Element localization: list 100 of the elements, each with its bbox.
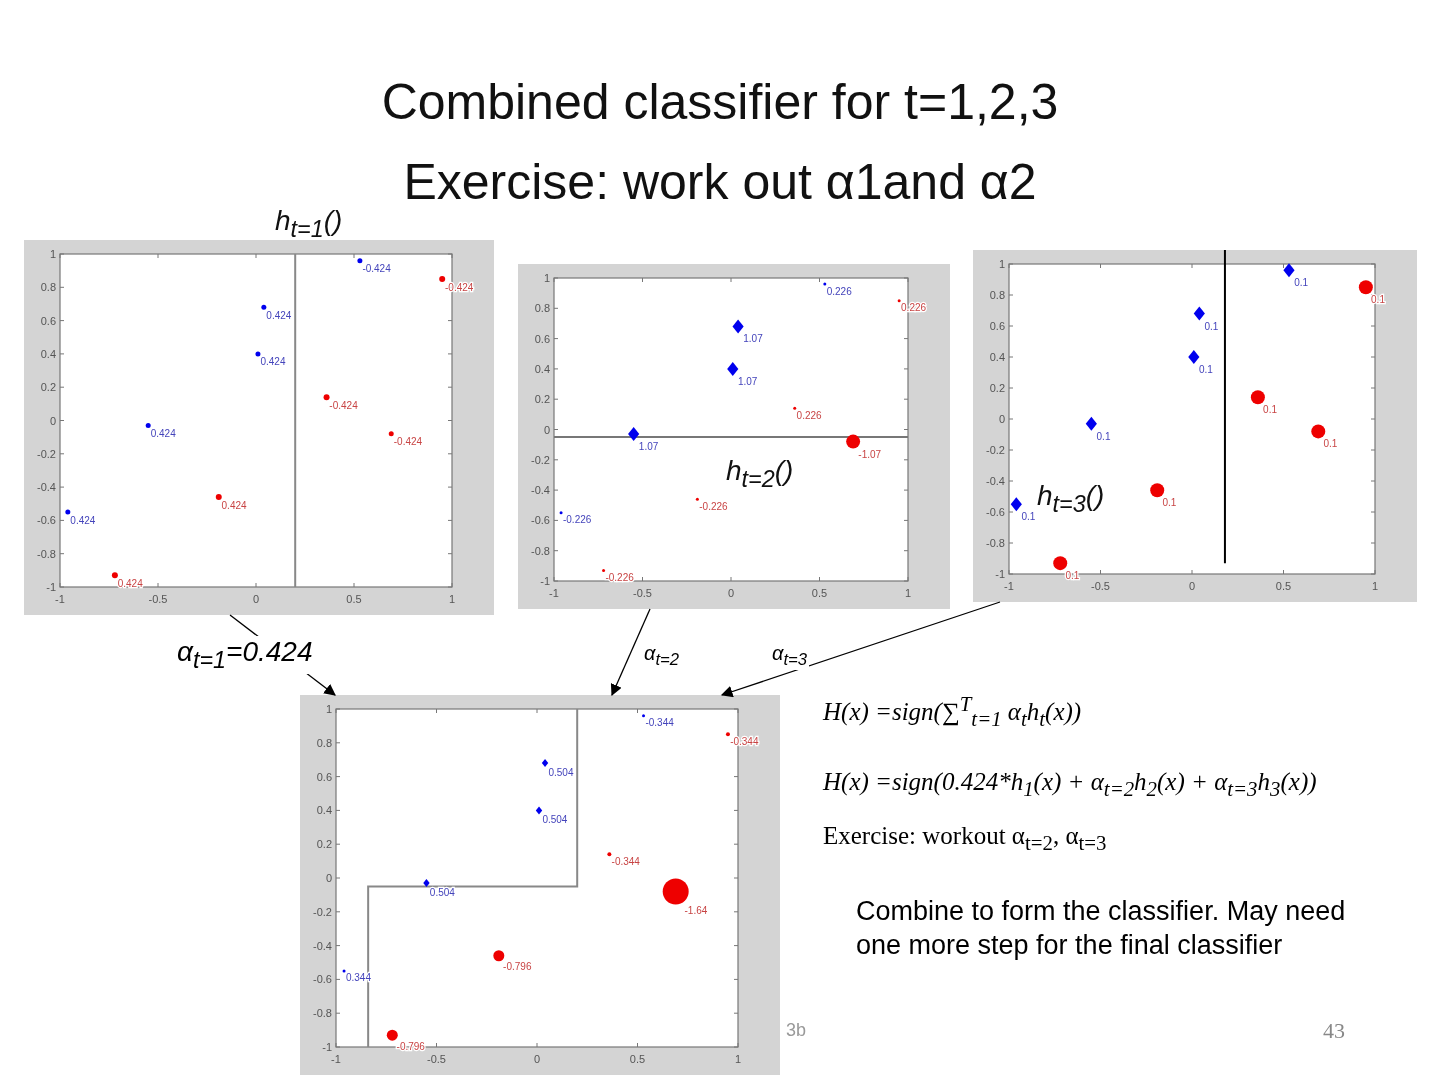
value-label: 0.1 <box>1162 497 1177 509</box>
tick-label: -0.4 <box>37 481 56 494</box>
scatter-plot <box>518 264 950 609</box>
value-label: 0.504 <box>542 814 568 826</box>
value-label: 0.424 <box>221 500 247 512</box>
value-label: 0.424 <box>70 514 96 526</box>
value-label: 0.504 <box>548 767 574 779</box>
tick-label: 1 <box>543 272 550 284</box>
value-label: 0.1 <box>1096 430 1111 442</box>
value-label: 0.1 <box>1199 364 1213 375</box>
tick-label: 0 <box>49 414 56 427</box>
tick-label: 0.6 <box>316 770 332 783</box>
value-label: -0.226 <box>563 514 592 526</box>
tick-label: 0 <box>533 1053 541 1065</box>
value-label: 0.424 <box>266 309 292 321</box>
tick-label: 0.8 <box>316 736 332 749</box>
tick-label: 0.8 <box>534 302 550 315</box>
tick-label: -0.5 <box>1091 580 1110 592</box>
tick-label: 0.6 <box>989 320 1005 332</box>
value-label: 0.1 <box>1263 404 1277 416</box>
tick-label: 1 <box>998 258 1005 270</box>
tick-label: 0 <box>1188 580 1196 592</box>
tick-label: -0.4 <box>313 939 332 952</box>
value-label: 0.504 <box>429 887 455 899</box>
tick-label: -1 <box>322 1041 332 1053</box>
formula: H(x) =sign(0.424*h$_{1}$(x) + α$_{t=2}$h$_{2}$(x) + α$_{t=3}$h$_{3}$(x)) <box>823 768 1317 802</box>
tick-label: 1 <box>325 703 332 715</box>
tick-label: -0.2 <box>37 447 56 460</box>
function-label: h$_{t=1}$() <box>275 205 343 243</box>
value-label: -0.226 <box>699 500 728 512</box>
tick-label: -1 <box>1004 580 1014 592</box>
tick-label: -0.8 <box>986 537 1005 549</box>
arrow <box>720 601 1001 698</box>
tick-label: 0.5 <box>629 1053 646 1065</box>
tick-label: 0.4 <box>534 362 550 375</box>
value-label: 0.1 <box>1021 511 1036 523</box>
function-label: h$_{t=2}$() <box>726 455 794 493</box>
tick-label: 0 <box>543 423 550 436</box>
tick-label: 0.2 <box>316 838 332 851</box>
tick-label: 0.2 <box>534 393 550 406</box>
value-label: -0.424 <box>362 263 391 275</box>
tick-label: -0.6 <box>37 514 56 527</box>
tick-label: 0.4 <box>989 351 1005 363</box>
value-label: 1.07 <box>743 333 763 345</box>
tick-label: 0.4 <box>40 347 56 360</box>
tick-label: 0.6 <box>534 332 550 345</box>
tick-label: -0.4 <box>531 484 550 497</box>
tick-label: -0.6 <box>986 506 1005 518</box>
value-label: -0.344 <box>730 736 759 748</box>
value-label: 0.226 <box>826 285 852 297</box>
tick-label: 1 <box>448 593 456 605</box>
tick-label: 0.4 <box>316 804 332 817</box>
tick-label: 0.5 <box>346 593 362 605</box>
tick-label: 0 <box>727 587 735 599</box>
page-number: 43 <box>1323 1018 1345 1044</box>
function-label: h$_{t=3}$() <box>1037 480 1105 518</box>
value-label: 0.424 <box>260 356 286 368</box>
value-label: -0.226 <box>605 571 634 583</box>
arrow <box>610 608 651 697</box>
value-label: 0.226 <box>901 302 927 314</box>
tick-label: -0.8 <box>531 544 550 557</box>
value-label: 0.1 <box>1323 438 1338 450</box>
exercise-text: Exercise: workout α$_{t=2}$, α$_{t=3}$ <box>823 822 1107 856</box>
value-label: -0.344 <box>645 717 674 729</box>
value-label: 1.07 <box>638 441 659 453</box>
tick-label: -0.5 <box>633 587 652 599</box>
value-label: -1.64 <box>684 904 708 916</box>
tick-label: 0.5 <box>1275 580 1292 592</box>
value-label: -0.344 <box>611 856 640 868</box>
tick-label: 1 <box>904 587 912 599</box>
value-label: 1.07 <box>737 375 758 387</box>
tick-label: -1 <box>55 593 65 605</box>
slide-title: Combined classifier for t=1,2,3 Exercise: work out α1and α2 <box>380 73 1060 212</box>
tick-label: 1 <box>734 1053 742 1065</box>
tick-label: 1 <box>1371 580 1379 592</box>
tick-label: -1 <box>46 581 56 593</box>
tick-label: -1 <box>549 587 559 599</box>
tick-label: -1 <box>540 575 550 587</box>
value-label: -0.424 <box>393 436 423 448</box>
value-label: 0.1 <box>1294 277 1309 289</box>
tick-label: -0.4 <box>986 475 1005 487</box>
tick-label: -1 <box>331 1053 341 1065</box>
value-label: 0.226 <box>796 409 822 421</box>
tick-label: -0.8 <box>313 1007 332 1020</box>
value-label: 0.424 <box>150 428 176 439</box>
tick-label: 1 <box>49 248 56 260</box>
scatter-plot <box>300 695 780 1075</box>
value-label: -0.796 <box>396 1040 425 1052</box>
tick-label: 0.8 <box>989 289 1005 301</box>
tick-label: -1 <box>995 568 1005 580</box>
note-text: Combine to form the classifier. May need one more step for the final classifier <box>856 895 1347 962</box>
tick-label: -0.5 <box>427 1053 446 1065</box>
tick-label: 0.8 <box>40 281 56 294</box>
tick-label: -0.6 <box>531 514 550 527</box>
tick-label: -0.6 <box>313 973 332 986</box>
formula: H(x) =sign(∑$^{T}$$_{t=1}$ α$_{t}$h$_{t}$(x)) <box>823 692 1082 733</box>
tick-label: 0.2 <box>989 382 1005 394</box>
value-label: -0.424 <box>329 400 358 412</box>
tick-label: -0.5 <box>148 593 168 605</box>
value-label: -0.424 <box>445 282 474 293</box>
